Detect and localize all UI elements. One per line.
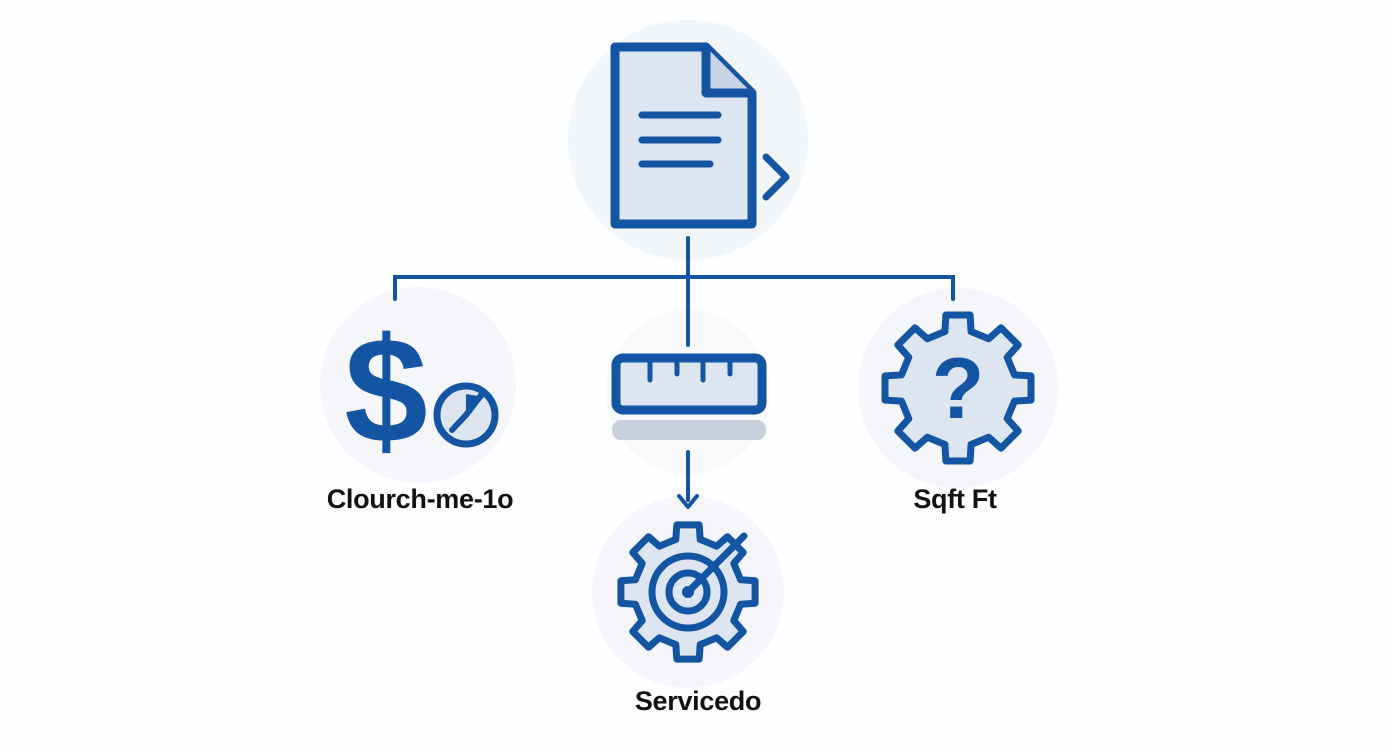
- dollar-icon: $: [344, 306, 427, 474]
- ruler-icon: [611, 353, 767, 440]
- document-icon: [610, 42, 790, 229]
- connector-branch-horizontal: [393, 275, 955, 301]
- gear-question-icon: ?: [881, 311, 1035, 465]
- connectors: [393, 236, 955, 509]
- connector-arrowhead: [677, 494, 699, 509]
- gear-target-icon: [617, 521, 759, 663]
- dollar-clock-icon: $: [344, 306, 499, 474]
- chevron-right-icon: [762, 153, 790, 201]
- label-bottom-node: Servicedo: [634, 686, 762, 716]
- clock-icon: [433, 382, 499, 448]
- gear-question-shape-outline: [881, 311, 1035, 465]
- target-arrow: [686, 532, 748, 594]
- label-right-node: Sqft Ft: [913, 484, 997, 514]
- question-mark-icon: ?: [932, 341, 985, 437]
- label-left-node: Clourch-me-1o: [326, 484, 514, 514]
- gear-question-shape: [881, 311, 1035, 465]
